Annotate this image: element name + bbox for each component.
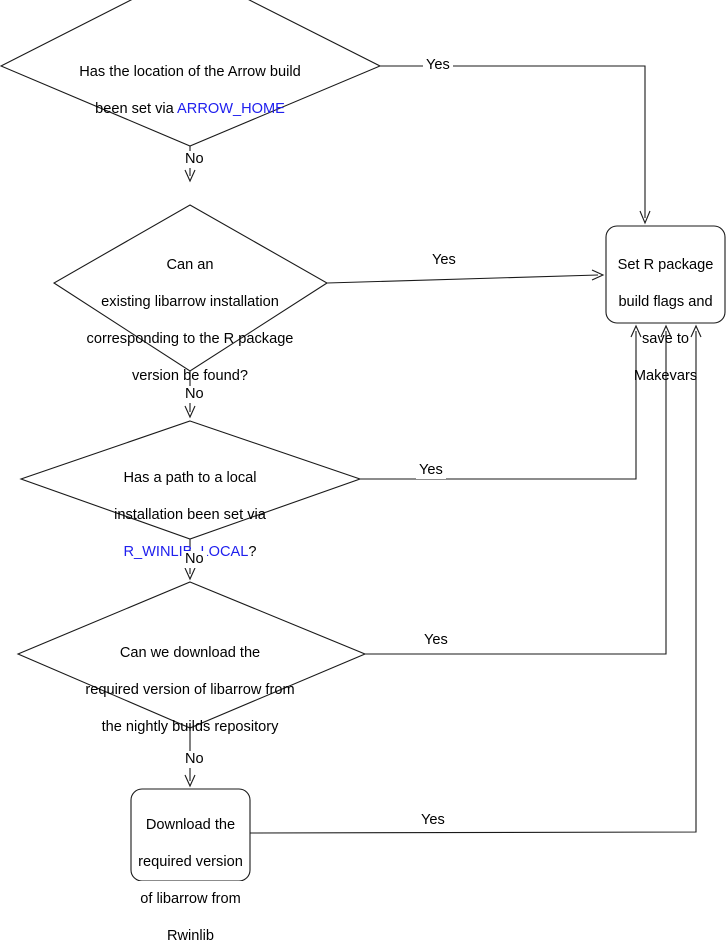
edge-download-rwinlib-yes-arrowhead [690, 324, 702, 338]
decision-arrow-home-shape[interactable] [0, 0, 382, 147]
edge-nightly-yes-line [365, 331, 667, 655]
edge-existing-libarrow-no-arrowhead [184, 405, 196, 419]
process-download-rwinlib-line3: of libarrow from [140, 890, 241, 907]
decision-r-winlib-local-shape[interactable] [19, 420, 362, 540]
process-set-build-flags-shape[interactable] [605, 225, 726, 324]
edge-nightly-no-arrowhead [184, 774, 196, 788]
edge-r-winlib-local-no-arrowhead [184, 567, 196, 581]
edge-existing-libarrow-yes-arrowhead [591, 269, 605, 281]
process-download-rwinlib-shape[interactable] [130, 788, 251, 881]
edge-existing-libarrow-yes-line [326, 274, 599, 284]
edge-r-winlib-local-yes-arrowhead [630, 324, 642, 338]
edge-arrow-home-no-arrowhead [184, 169, 196, 183]
edge-arrow-home-yes-arrowhead [639, 210, 651, 225]
edge-download-rwinlib-yes-line [249, 331, 697, 834]
edge-arrow-home-yes-line [380, 65, 646, 218]
decision-existing-libarrow-shape[interactable] [52, 204, 329, 372]
process-download-rwinlib-line4: Rwinlib [166, 928, 215, 945]
edge-r-winlib-local-yes-line [360, 331, 637, 480]
flowchart-graphics [0, 0, 726, 881]
decision-nightly-builds-shape[interactable] [16, 581, 367, 729]
edge-nightly-yes-arrowhead [660, 324, 672, 338]
